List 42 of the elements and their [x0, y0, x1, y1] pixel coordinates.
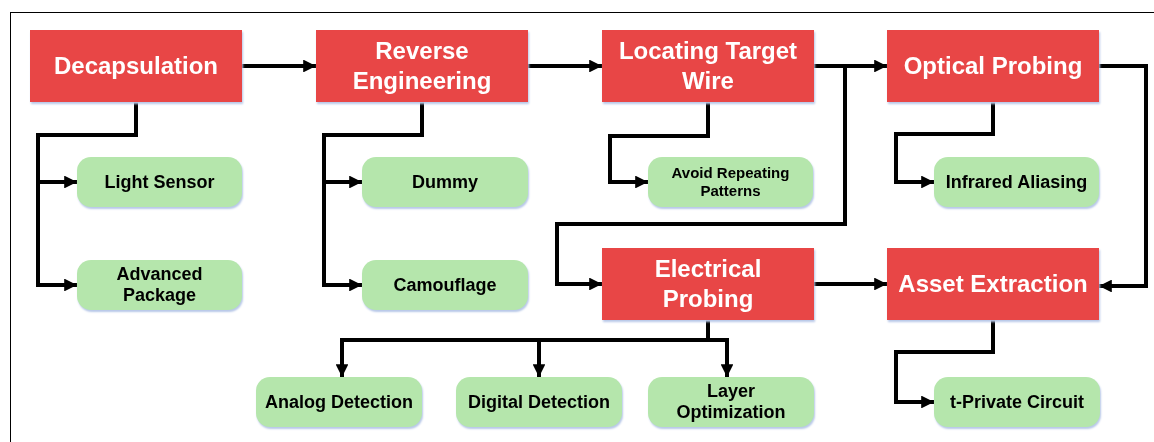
process-box	[887, 248, 1099, 320]
box-label: Asset Extraction	[898, 269, 1088, 299]
arrow	[894, 320, 995, 409]
method-box	[648, 377, 814, 427]
method-box	[934, 377, 1100, 427]
box-label: Optical Probing	[903, 51, 1083, 81]
method-box	[934, 157, 1099, 207]
arrow	[814, 277, 887, 291]
box-label: Infrared Aliasing	[945, 171, 1088, 193]
box-label: Reverse Engineering	[351, 36, 493, 96]
arrow	[322, 102, 424, 292]
box-label: Avoid Repeating Patterns	[670, 164, 791, 200]
arrow	[242, 59, 316, 73]
process-box	[30, 30, 242, 102]
arrow	[1099, 64, 1148, 293]
box-label: Dummy	[412, 171, 478, 193]
arrow	[608, 102, 710, 189]
method-box	[648, 157, 813, 207]
box-label: Digital Detection	[468, 391, 610, 413]
box-label: Analog Detection	[265, 391, 413, 413]
method-box	[456, 377, 622, 427]
box-label: Advanced Package	[115, 264, 204, 306]
arrow	[36, 102, 138, 292]
box-label: Electrical Probing	[653, 254, 763, 314]
box-label: t-Private Circuit	[949, 391, 1084, 413]
method-box	[362, 260, 528, 310]
box-label: Light Sensor	[104, 171, 215, 193]
box-label: Decapsulation	[53, 51, 218, 81]
arrow	[894, 102, 995, 189]
arrow	[528, 59, 602, 73]
process-box	[602, 30, 814, 102]
method-box	[362, 157, 528, 207]
process-box	[887, 30, 1099, 102]
method-box	[77, 157, 242, 207]
process-box	[602, 248, 814, 320]
box-label: Layer Optimization	[675, 381, 787, 423]
box-label: Locating Target Wire	[617, 36, 799, 96]
arrow	[555, 64, 847, 291]
method-box	[256, 377, 422, 427]
box-label: Camouflage	[393, 274, 497, 296]
method-box	[77, 260, 242, 310]
process-box	[316, 30, 528, 102]
